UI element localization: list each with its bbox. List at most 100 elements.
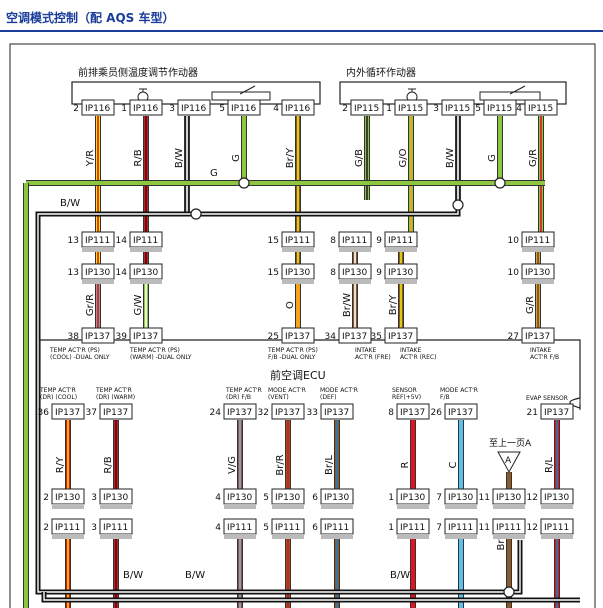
connector-pin: 1 bbox=[386, 104, 392, 114]
connector-shell bbox=[445, 504, 477, 509]
wire-label-w10: G/R bbox=[528, 149, 539, 167]
wire-label-w2: R/B bbox=[133, 149, 144, 166]
wire-label-w25: R/L bbox=[544, 457, 555, 473]
connector-body bbox=[444, 403, 478, 420]
connector-code: IP111 bbox=[342, 236, 367, 246]
connector-code: IP130 bbox=[285, 268, 311, 278]
ecu-pin-label: ACT'R (FRE) bbox=[355, 354, 391, 361]
connector-code: IP137 bbox=[227, 408, 252, 418]
connector-body bbox=[320, 403, 354, 420]
connector-code: IP116 bbox=[231, 104, 257, 114]
ecu-pin-label: TEMP ACT'R bbox=[95, 387, 132, 394]
connector-pin: 15 bbox=[268, 236, 279, 246]
connector-body bbox=[227, 99, 261, 116]
splice-nodes bbox=[190, 177, 515, 598]
connector-code: IP130 bbox=[544, 493, 570, 503]
connector-code: IP111 bbox=[525, 236, 550, 246]
wire-label-w18: R/B bbox=[103, 456, 114, 473]
ref-marker: 至上一页A A bbox=[489, 438, 532, 474]
connector-shell bbox=[522, 279, 554, 284]
connector-pin: 37 bbox=[86, 408, 97, 418]
connector-pin: 2 bbox=[43, 493, 49, 503]
connector-pin: 3 bbox=[91, 523, 97, 533]
connector-code: IP116 bbox=[85, 104, 111, 114]
connector-shell bbox=[339, 279, 371, 284]
connector-pin: 3 bbox=[91, 493, 97, 503]
connector-body bbox=[384, 327, 418, 344]
connector-shell bbox=[52, 534, 84, 539]
connector-code: IP130 bbox=[55, 493, 81, 503]
connector-pin: 11 bbox=[479, 523, 490, 533]
connector-code: IP130 bbox=[388, 268, 414, 278]
wire-w29-stripe bbox=[43, 592, 580, 601]
connector-body bbox=[129, 327, 163, 344]
connector-code: IP111 bbox=[103, 523, 128, 533]
connector-code: IP116 bbox=[285, 104, 311, 114]
connector-code: IP137 bbox=[275, 408, 300, 418]
wire-label-w16: G/R bbox=[525, 296, 536, 314]
ecu-pin-label: ACT'R (REC) bbox=[400, 354, 436, 361]
connector-shell bbox=[52, 504, 84, 509]
connector-shell bbox=[385, 279, 417, 284]
ecu-name: 前空调ECU bbox=[270, 368, 326, 382]
wire-label-w30: B/W bbox=[390, 570, 410, 581]
ref-label: 至上一页A bbox=[489, 438, 532, 449]
connector-code: IP111 bbox=[55, 523, 80, 533]
connector-code: IP130 bbox=[103, 493, 129, 503]
connector-pin: 27 bbox=[508, 332, 519, 342]
connector-code: IP115 bbox=[354, 104, 379, 114]
connector-pin: 2 bbox=[342, 104, 348, 114]
ecu-pin-label: (DR) (WARM) bbox=[96, 394, 135, 401]
connector-body bbox=[396, 403, 430, 420]
connector-pin: 4 bbox=[215, 493, 221, 503]
connector-body bbox=[524, 99, 558, 116]
connector-shell bbox=[82, 247, 114, 252]
ecu-pin-label: SENSOR bbox=[392, 387, 417, 394]
ecu-pin-label: (DEF) bbox=[320, 394, 337, 401]
connector-body bbox=[51, 403, 85, 420]
actuator-passenger-temp: 前排乘员侧温度调节作动器 bbox=[71, 66, 321, 105]
connector-body bbox=[338, 327, 372, 344]
connector-shell bbox=[493, 504, 525, 509]
diagram-frame bbox=[9, 43, 596, 608]
connector-pin: 35 bbox=[371, 332, 382, 342]
connector-pin: 6 bbox=[312, 523, 318, 533]
wire-label-w27: B/W bbox=[60, 198, 80, 209]
wire-label-w29: B/W bbox=[185, 570, 205, 581]
connector-code: IP111 bbox=[85, 236, 110, 246]
connector-pin: 14 bbox=[116, 268, 128, 278]
connector-pin: 26 bbox=[431, 408, 443, 418]
connector-shell bbox=[321, 534, 353, 539]
connector-ip111: IP111 3 bbox=[91, 518, 133, 539]
connector-shell bbox=[541, 504, 573, 509]
wire-label-w14: Br/W bbox=[342, 293, 353, 317]
connector-code: IP137 bbox=[400, 408, 425, 418]
connector-pin: 5 bbox=[263, 523, 269, 533]
connector-body bbox=[540, 403, 574, 420]
connector-code: IP130 bbox=[525, 268, 551, 278]
connector-shell bbox=[321, 504, 353, 509]
